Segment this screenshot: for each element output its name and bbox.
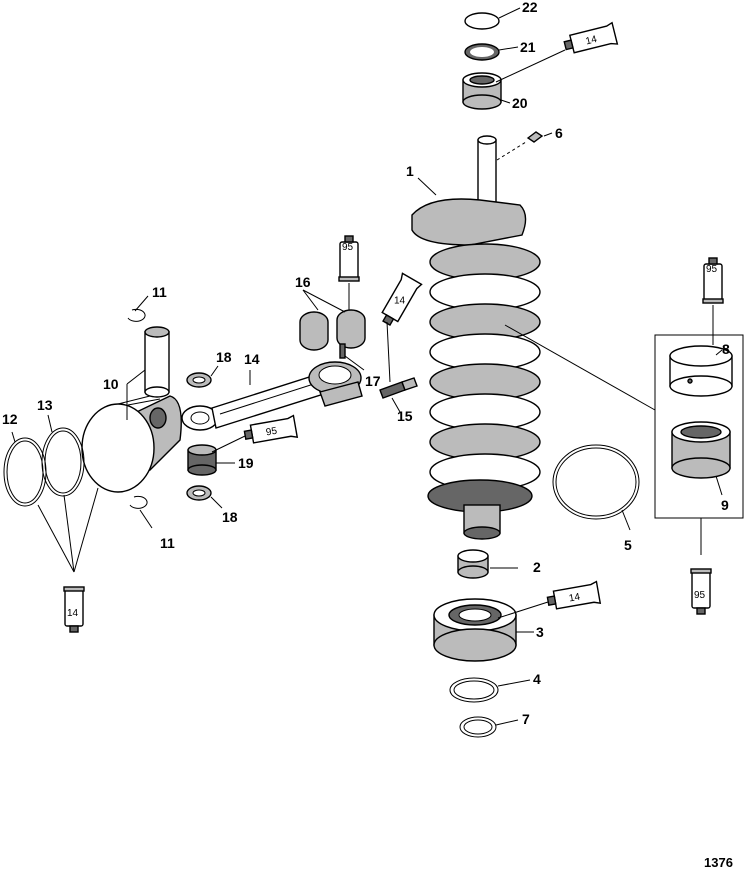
part-4-ring: 4 bbox=[449, 671, 541, 703]
part-11-snap-ring-bottom: 11 bbox=[129, 495, 175, 551]
lubricant-tube-95-roller: 95 bbox=[690, 518, 712, 615]
part-18-washer-bottom: 18 bbox=[186, 485, 238, 525]
part-17-pin: 17 bbox=[339, 343, 381, 389]
svg-text:14: 14 bbox=[568, 592, 581, 605]
part-11-snap-ring-top: 11 bbox=[127, 284, 167, 322]
part-18-washer-top: 18 bbox=[186, 349, 232, 388]
svg-text:95: 95 bbox=[265, 426, 278, 439]
lubricant-tube-95-sleeve: 95 bbox=[702, 257, 724, 345]
leader-line bbox=[504, 324, 656, 411]
callout-8: 8 bbox=[722, 341, 730, 357]
part-22-o-ring: 22 bbox=[464, 0, 538, 30]
callout-18-bottom: 18 bbox=[222, 509, 238, 525]
lubricant-tube-14-ball: 14 bbox=[545, 580, 601, 613]
svg-text:95: 95 bbox=[706, 264, 718, 275]
callout-17: 17 bbox=[365, 373, 381, 389]
part-3-ball-bearing: 3 bbox=[433, 598, 549, 662]
part-10-piston-and-pin: 10 bbox=[81, 326, 182, 493]
part-6-key: 6 bbox=[496, 125, 563, 161]
callout-11-top: 11 bbox=[152, 284, 167, 300]
callout-2: 2 bbox=[533, 559, 541, 575]
lubricant-tube-95-needle: 95 bbox=[338, 235, 360, 313]
part-13-piston-ring: 13 bbox=[37, 397, 85, 497]
part-1-crankshaft: 1 bbox=[406, 135, 541, 540]
callout-15: 15 bbox=[397, 408, 413, 424]
svg-text:14: 14 bbox=[585, 34, 599, 47]
part-8-sleeve: 8 bbox=[669, 341, 733, 397]
callout-9: 9 bbox=[721, 497, 729, 513]
part-19-needle-bearing: 19 bbox=[187, 435, 254, 476]
part-12-piston-ring: 12 bbox=[2, 411, 47, 507]
callout-12: 12 bbox=[2, 411, 18, 427]
callout-14: 14 bbox=[244, 351, 260, 367]
callout-1: 1 bbox=[406, 163, 414, 179]
callout-16: 16 bbox=[295, 274, 311, 290]
figure-number: 1376 bbox=[704, 855, 733, 870]
callout-19: 19 bbox=[238, 455, 254, 471]
part-16-needle-bearing-cage: 16 bbox=[295, 274, 366, 351]
callout-10: 10 bbox=[103, 376, 119, 392]
lubricant-tube-95-rod: 95 bbox=[242, 414, 298, 447]
part-20-needle-bearing: 20 bbox=[462, 49, 566, 111]
lubricant-tube-14-top: 14 bbox=[561, 21, 619, 58]
callout-20: 20 bbox=[512, 95, 528, 111]
svg-text:95: 95 bbox=[342, 242, 354, 253]
callout-3: 3 bbox=[536, 624, 544, 640]
callout-4: 4 bbox=[533, 671, 541, 687]
part-7-ring: 7 bbox=[459, 711, 530, 738]
callout-6: 6 bbox=[555, 125, 563, 141]
part-15-rod-bolt: 15 bbox=[379, 377, 418, 424]
callout-18-top: 18 bbox=[216, 349, 232, 365]
part-21-seal: 21 bbox=[464, 39, 536, 61]
part-2-bearing: 2 bbox=[457, 549, 541, 579]
lubricant-tube-14-piston: 14 bbox=[37, 487, 99, 633]
leader-line bbox=[386, 321, 391, 383]
callout-11-bottom: 11 bbox=[160, 535, 175, 551]
svg-text:95: 95 bbox=[694, 590, 706, 601]
svg-text:14: 14 bbox=[67, 608, 79, 619]
sleeve-bearing-group-box bbox=[654, 334, 744, 519]
callout-22: 22 bbox=[522, 0, 538, 15]
callout-13: 13 bbox=[37, 397, 53, 413]
part-14-connecting-rod: 14 bbox=[181, 351, 363, 431]
lubricant-tube-14-rod-bolt: 14 bbox=[376, 272, 423, 330]
callout-5: 5 bbox=[624, 537, 632, 553]
callout-7: 7 bbox=[522, 711, 530, 727]
part-5-o-ring: 5 bbox=[552, 444, 640, 553]
callout-21: 21 bbox=[520, 39, 536, 55]
svg-text:14: 14 bbox=[394, 296, 406, 307]
part-9-roller-bearing: 9 bbox=[671, 421, 731, 513]
